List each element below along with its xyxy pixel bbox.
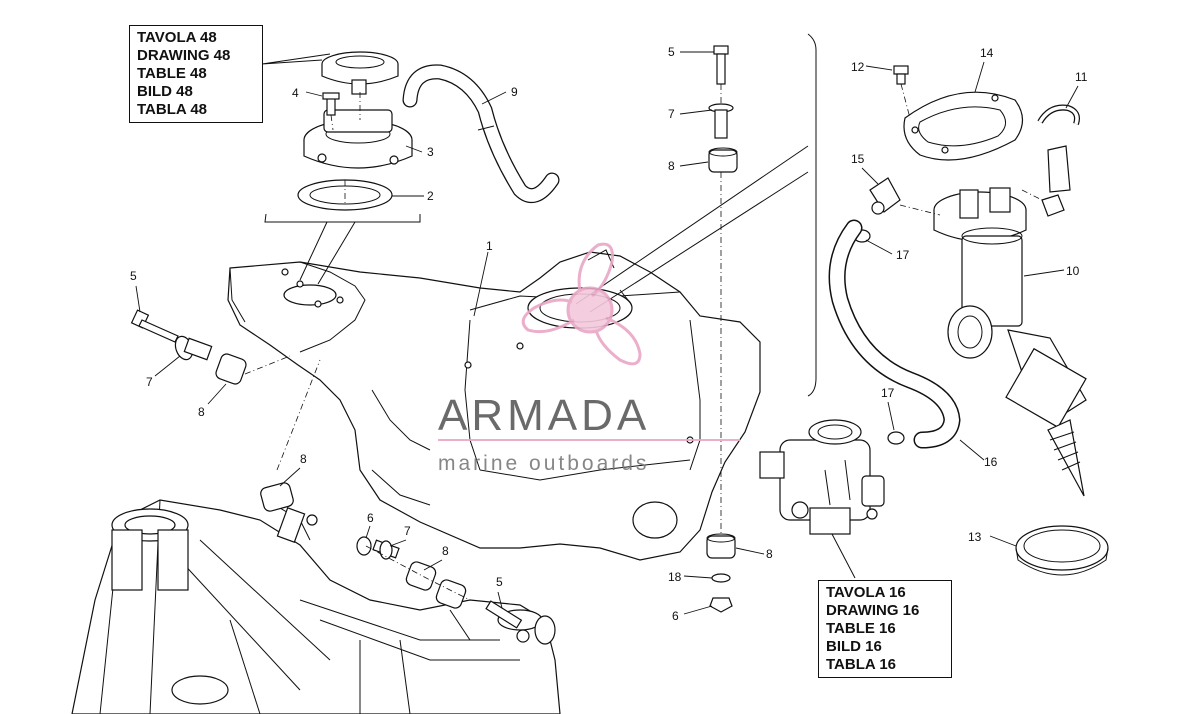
ref-line: TABLE 48	[137, 65, 207, 82]
callout-9: 9	[511, 85, 518, 99]
left-fastener-stack	[130, 309, 291, 385]
callout-16: 16	[984, 455, 998, 469]
watermark: ARMADA marine outboards	[438, 242, 740, 475]
ref-line: TABLA 16	[826, 656, 897, 673]
reference-box-drawing-48: TAVOLA 48 DRAWING 48 TABLE 48 BILD 48 TA…	[129, 25, 263, 123]
callout-3: 3	[427, 145, 434, 159]
ref-line: DRAWING 16	[826, 602, 920, 619]
divider-line	[807, 33, 817, 397]
ref-line: BILD 16	[826, 638, 882, 655]
callout-17-bottom: 17	[881, 386, 895, 400]
watermark-tagline: marine outboards	[438, 452, 649, 475]
leader-lines	[135, 51, 1079, 615]
filler-cap-assembly	[264, 51, 421, 285]
callout-8-lower: 8	[300, 452, 307, 466]
callout-8-top: 8	[668, 159, 675, 173]
callout-12: 12	[851, 60, 865, 74]
propeller-logo	[521, 242, 642, 366]
ref-line: TAVOLA 48	[137, 29, 217, 46]
callout-5-left: 5	[130, 269, 137, 283]
lower-fastener-stack	[260, 359, 530, 643]
callout-7-left: 7	[146, 375, 153, 389]
ref-line: TABLA 48	[137, 101, 208, 118]
ref-line: DRAWING 48	[137, 47, 231, 64]
callout-13: 13	[968, 530, 982, 544]
callout-7-top: 7	[668, 107, 675, 121]
callout-10: 10	[1066, 264, 1080, 278]
callout-15: 15	[851, 152, 865, 166]
watermark-brand: ARMADA	[438, 391, 650, 440]
callout-1: 1	[486, 239, 493, 253]
throttle-body	[759, 419, 885, 579]
callout-11: 11	[1075, 70, 1088, 84]
callout-14: 14	[980, 46, 994, 60]
callout-8-right: 8	[766, 547, 773, 561]
callout-6-left: 6	[367, 511, 374, 525]
center-fastener-stack	[706, 45, 738, 613]
reference-box-drawing-16: TAVOLA 16 DRAWING 16 TABLE 16 BILD 16 TA…	[818, 580, 952, 678]
ref-line: TAVOLA 16	[826, 584, 906, 601]
callout-18: 18	[668, 570, 682, 584]
callout-2: 2	[427, 189, 434, 203]
reference-line	[575, 145, 809, 305]
fuel-pump-group	[828, 65, 1109, 576]
ref-line: BILD 48	[137, 83, 193, 100]
callout-7-bottom: 7	[404, 524, 411, 538]
callout-5-bottom: 5	[496, 575, 503, 589]
callout-4: 4	[292, 86, 299, 100]
callout-5-top: 5	[668, 45, 675, 59]
callout-labels: 1 2 3 4 5 5 5 6 6 7 7 7 8 8 8 8 8 9 10 1…	[130, 45, 1088, 623]
callout-8-bottom: 8	[442, 544, 449, 558]
callout-17-top: 17	[896, 248, 910, 262]
ref-line: TABLE 16	[826, 620, 896, 637]
frame-illustration	[71, 499, 561, 714]
vent-hose	[402, 64, 560, 204]
callout-8-left: 8	[198, 405, 205, 419]
callout-6-right: 6	[672, 609, 679, 623]
